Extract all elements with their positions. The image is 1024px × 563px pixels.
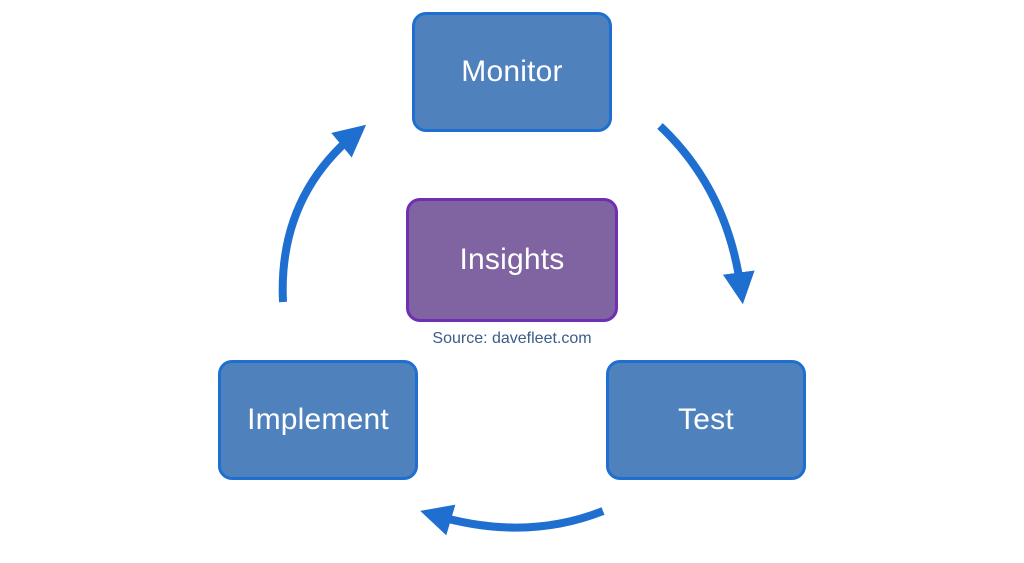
monitor-label: Monitor [461,55,563,88]
test-label: Test [678,403,734,436]
arrow-monitor-to-test [657,123,755,305]
test-box: Test [606,360,806,480]
implement-box: Implement [218,360,418,480]
implement-label: Implement [247,403,389,436]
monitor-box: Monitor [412,12,612,132]
insights-box: Insights [406,198,618,322]
arrow-implement-to-monitor [278,124,367,303]
arrow-test-to-implement [420,504,605,536]
source-caption: Source: davefleet.com [432,330,592,347]
insights-label: Insights [459,243,565,276]
